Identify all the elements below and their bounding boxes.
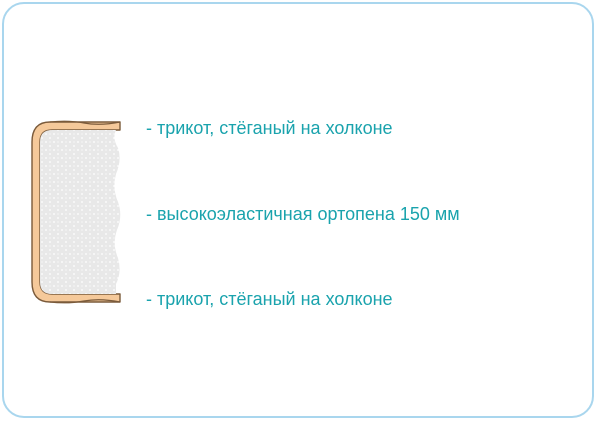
mattress-cross-section xyxy=(31,120,121,304)
cover-edge-line xyxy=(49,299,121,304)
cover-edge-line-top xyxy=(49,120,121,125)
layer-label-top-cover: - трикот, стёганый на холконе xyxy=(146,118,393,138)
foam-core-layer xyxy=(40,130,121,294)
layer-label-bottom-cover: - трикот, стёганый на холконе xyxy=(146,289,393,309)
layer-label-foam-core: - высокоэластичная ортопена 150 мм xyxy=(146,204,460,224)
